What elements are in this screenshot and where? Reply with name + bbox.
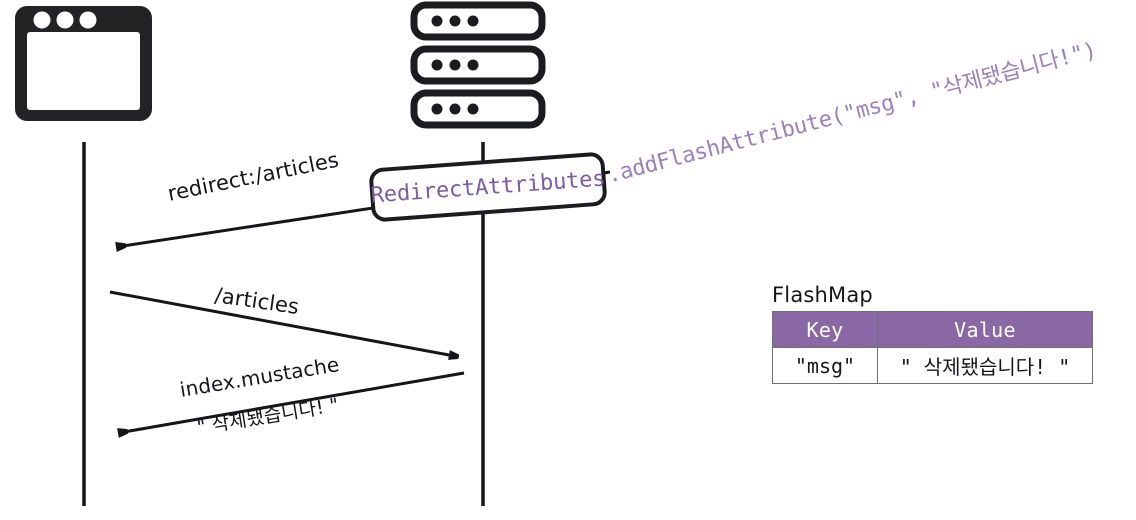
table-row: "msg" " 삭제됐습니다! " xyxy=(772,347,1093,384)
flashmap-table: Key Value "msg" " 삭제됐습니다! " xyxy=(772,311,1093,384)
flashmap-column-key: Key xyxy=(772,311,878,348)
browser-window-icon xyxy=(15,6,152,121)
message-arrow-render xyxy=(118,371,465,433)
flashmap-panel: FlashMap Key Value "msg" " 삭제됐습니다! " xyxy=(772,283,1093,384)
flashmap-cell-key: "msg" xyxy=(772,347,878,384)
message-arrow-articles xyxy=(109,290,449,355)
flashmap-column-value: Value xyxy=(877,311,1093,348)
flashmap-title: FlashMap xyxy=(772,283,873,307)
flashmap-cell-value: " 삭제됐습니다! " xyxy=(877,347,1093,384)
flashmap-header-row: Key Value xyxy=(772,311,1093,348)
server-stack-icon xyxy=(410,1,546,129)
